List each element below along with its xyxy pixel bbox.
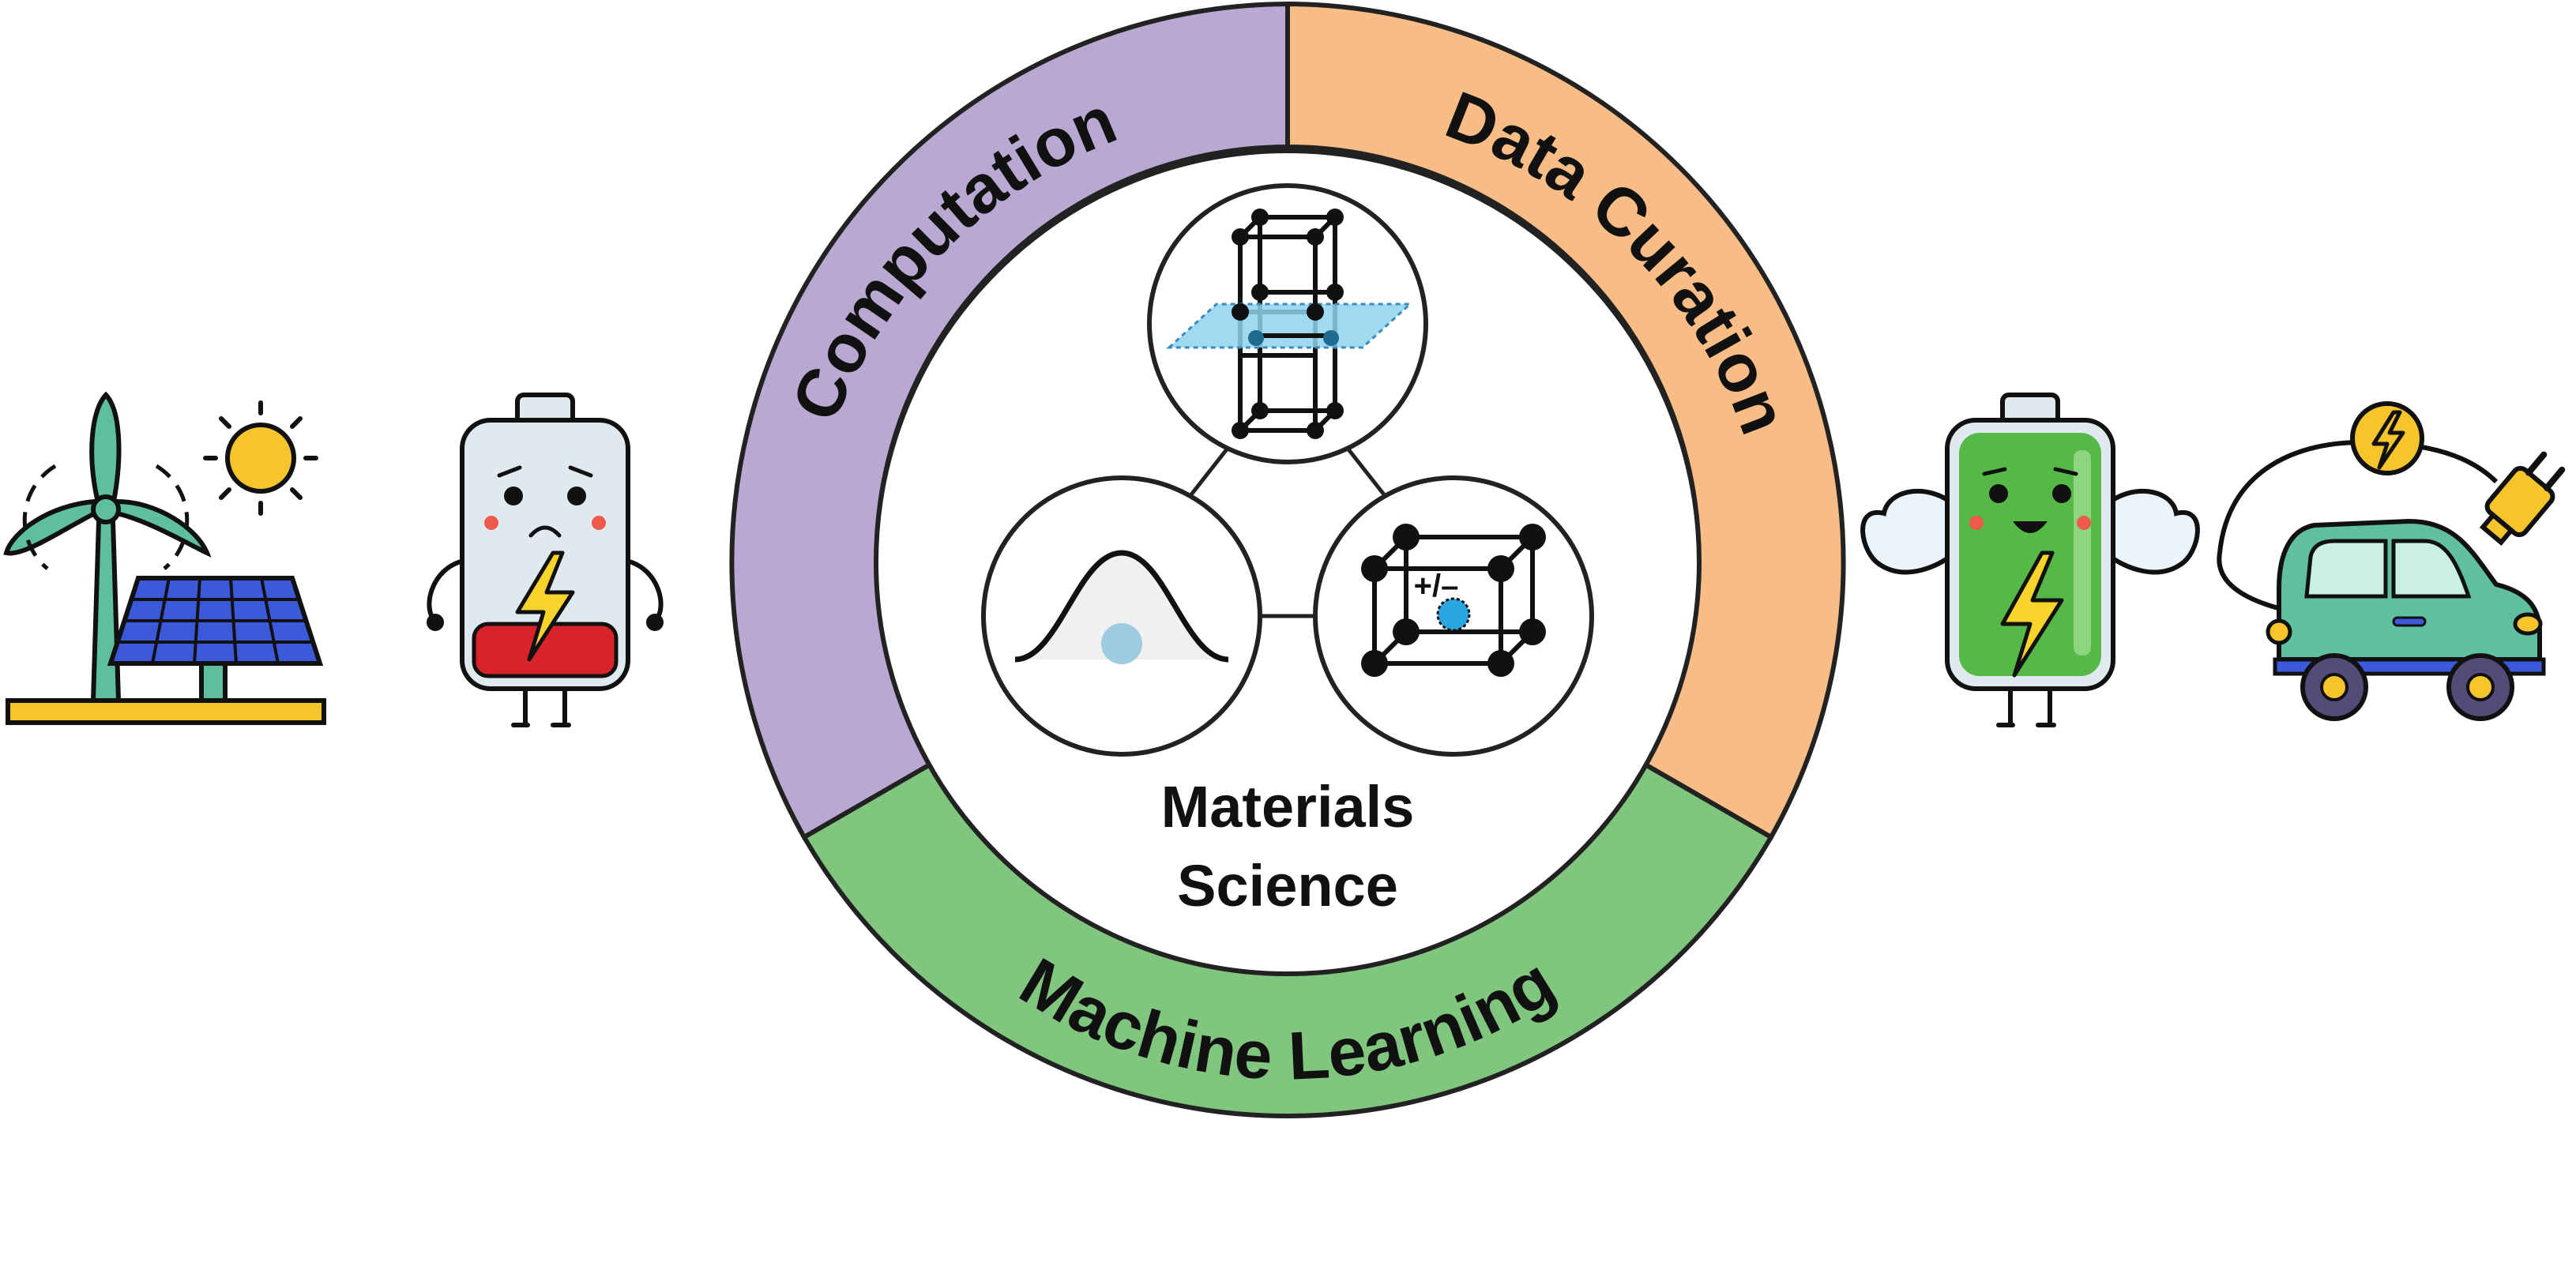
sad-low-battery-icon [427, 393, 664, 727]
solar-panel-icon [107, 576, 324, 703]
charge-defect-label: +/– [1414, 569, 1459, 603]
inner-connectors [1187, 441, 1388, 618]
center-title-line2: Science [1177, 853, 1398, 919]
electric-car-icon [2266, 518, 2546, 721]
ground-strip [6, 698, 326, 725]
doped-lattice-icon: +/– [1313, 475, 1594, 757]
ring-diagram: Computation Data Curation Machine Learni… [729, 1, 1846, 1118]
gaussian-curve-icon [981, 475, 1262, 757]
ring-segment-data-curation [1285, 1, 1846, 841]
crystal-plane-icon [1147, 183, 1428, 464]
happy-full-battery-icon [1860, 393, 2200, 727]
renewable-energy-group [3, 391, 326, 725]
center-title-line1: Materials [1161, 774, 1415, 840]
sun-icon [203, 400, 318, 516]
ring-segment-computation [729, 1, 1290, 841]
ring-inner-disc [874, 148, 1702, 976]
